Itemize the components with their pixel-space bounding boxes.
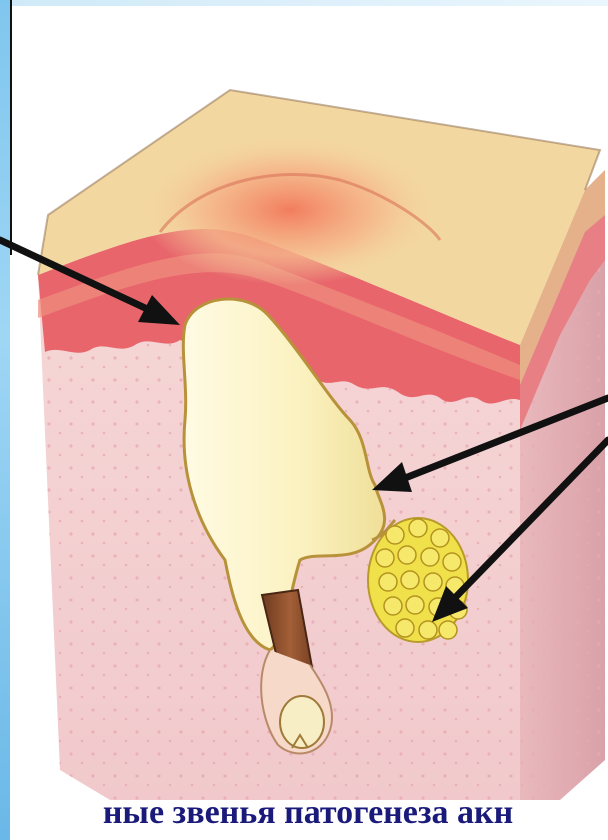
caption-text: ные звенья патогенеза акн — [103, 794, 513, 831]
slide-caption: ные звенья патогенеза акн — [0, 793, 608, 833]
sebaceous-gland — [368, 518, 468, 642]
